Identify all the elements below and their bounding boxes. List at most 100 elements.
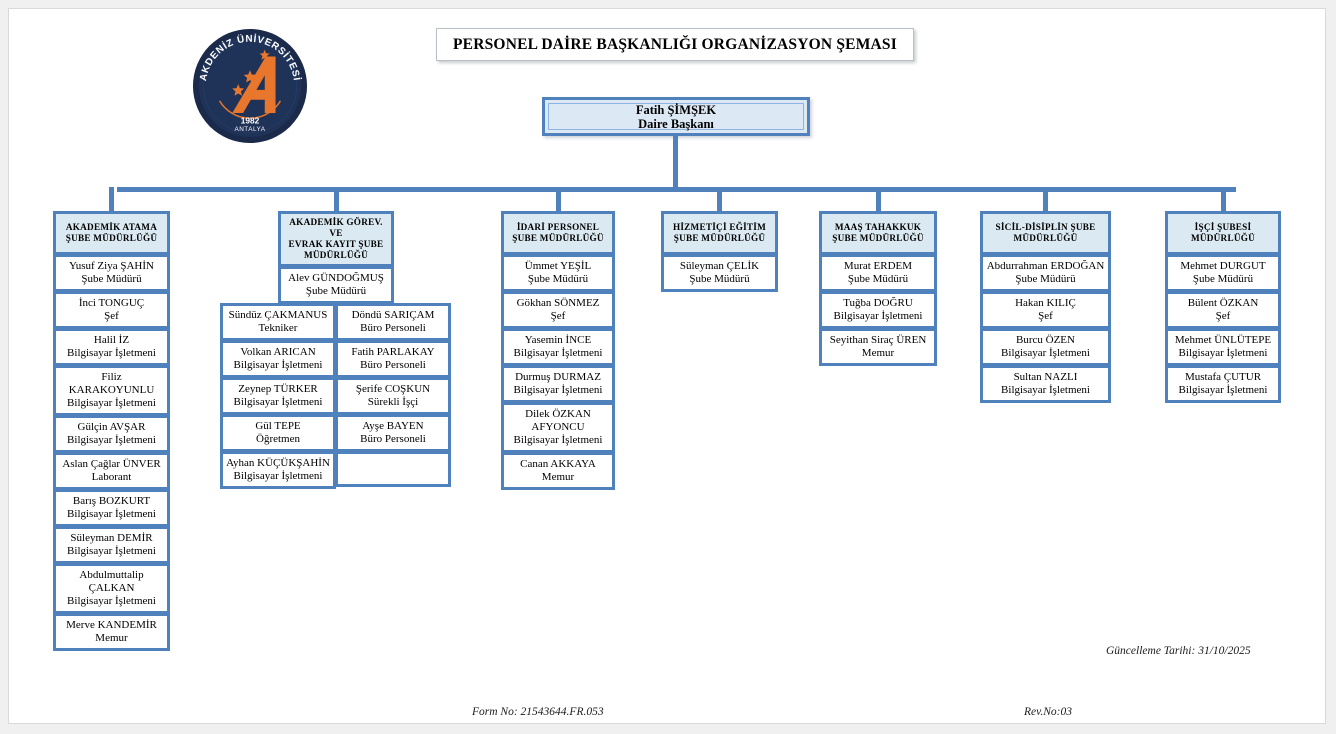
department-header-idari-personel-line-2: ŞUBE MÜDÜRLÜĞÜ bbox=[512, 233, 604, 243]
staff-box-line-1: Burcu ÖZEN bbox=[1016, 334, 1075, 346]
staff-box-empty bbox=[335, 451, 451, 487]
staff-box-line-1: Bülent ÖZKAN bbox=[1187, 297, 1259, 309]
department-header-idari-personel-line-1: İDARİ PERSONEL bbox=[516, 222, 600, 232]
connector-drop-sicil-disiplin bbox=[1043, 187, 1048, 213]
staff-box-line-1: Süleyman DEMİR bbox=[70, 532, 153, 544]
staff-box-line-1: Süleyman ÇELİK bbox=[679, 260, 760, 272]
department-header-maas-tahakkuk-line-2: ŞUBE MÜDÜRLÜĞÜ bbox=[832, 233, 924, 243]
staff-box-line-2: Şube Müdürü bbox=[847, 273, 909, 285]
staff-box-line-1: Abdulmuttalip ÇALKAN bbox=[79, 569, 144, 594]
staff-box-line-1: Tuğba DOĞRU bbox=[843, 297, 913, 309]
staff-box-line-2: Şube Müdürü bbox=[81, 273, 142, 285]
root-node-name: Fatih ŞİMŞEK bbox=[635, 102, 717, 117]
staff-box-line-2: Bilgisayar İşletmeni bbox=[67, 508, 156, 520]
staff-box-line-1: Yasemin İNCE bbox=[524, 334, 592, 346]
connector-horizontal-bus bbox=[117, 187, 1236, 192]
staff-box-line-1: Gökhan SÖNMEZ bbox=[516, 297, 600, 309]
staff-box-line-1: Sultan NAZLI bbox=[1013, 371, 1078, 383]
root-node-inner: Fatih ŞİMŞEK Daire Başkanı bbox=[548, 102, 804, 131]
svg-text:ANTALYA: ANTALYA bbox=[234, 126, 265, 133]
staff-box-line-2: Büro Personeli bbox=[360, 322, 426, 334]
staff-box-line-2: Sürekli İşçi bbox=[367, 396, 419, 408]
connector-drop-maas-tahakkuk bbox=[875, 187, 881, 213]
department-header-hizmetici-egitim-line-2: ŞUBE MÜDÜRLÜĞÜ bbox=[673, 233, 766, 243]
staff-box-line-2: Büro Personeli bbox=[360, 359, 426, 371]
staff-box-line-2: Bilgisayar İşletmeni bbox=[1001, 347, 1090, 359]
staff-box-line-2: Şube Müdürü bbox=[1015, 273, 1076, 285]
staff-box-line-1: Yusuf Ziya ŞAHİN bbox=[69, 260, 154, 272]
connector-drop-idari-personel bbox=[555, 187, 561, 213]
staff-box-line-2: Bilgisayar İşletmeni bbox=[1001, 384, 1090, 396]
manager-box-akademik-gorev-evrak-kayit-line-1: Alev GÜNDOĞMUŞ bbox=[288, 272, 384, 284]
staff-box-line-1: Ümmet YEŞİL bbox=[524, 260, 592, 272]
staff-box-line-1: Murat ERDEM bbox=[843, 260, 913, 272]
staff-box-line-2: Bilgisayar İşletmeni bbox=[513, 347, 603, 359]
page-title: PERSONEL DAİRE BAŞKANLIĞI ORGANİZASYON Ş… bbox=[453, 35, 897, 53]
staff-box-line-1: Mehmet ÜNLÜTEPE bbox=[1174, 334, 1272, 346]
staff-box-line-2: Bilgisayar İşletmeni bbox=[1178, 384, 1268, 396]
staff-box-line-1: Mehmet DURGUT bbox=[1180, 260, 1266, 272]
staff-box-line-2: Bilgisayar İşletmeni bbox=[233, 396, 323, 408]
connector-drop-akademik-atama bbox=[109, 187, 114, 213]
department-header-isci-subesi-line-1: İŞÇİ ŞUBESİ bbox=[1194, 222, 1252, 232]
staff-box-line-1: Aslan Çağlar ÜNVER bbox=[62, 458, 161, 470]
connector-drop-isci-subesi bbox=[1220, 187, 1226, 213]
staff-box-line-1: Ayşe BAYEN bbox=[362, 420, 424, 432]
staff-box-line-1: İnci TONGUÇ bbox=[78, 297, 145, 309]
root-node-title: Daire Başkanı bbox=[638, 116, 714, 131]
root-node-daire-baskani[interactable]: Fatih ŞİMŞEK Daire Başkanı bbox=[542, 97, 810, 136]
staff-box-line-2: Bilgisayar İşletmeni bbox=[67, 595, 156, 607]
department-header-maas-tahakkuk-line-1: MAAŞ TAHAKKUK bbox=[834, 222, 922, 232]
staff-box-line-2: Şef bbox=[1038, 310, 1053, 322]
staff-box-line-1: Gülçin AVŞAR bbox=[77, 421, 146, 433]
akdeniz-university-logo: AKDENİZ ÜNİVERSİTESİ 1982 ANTALYA bbox=[191, 27, 309, 145]
